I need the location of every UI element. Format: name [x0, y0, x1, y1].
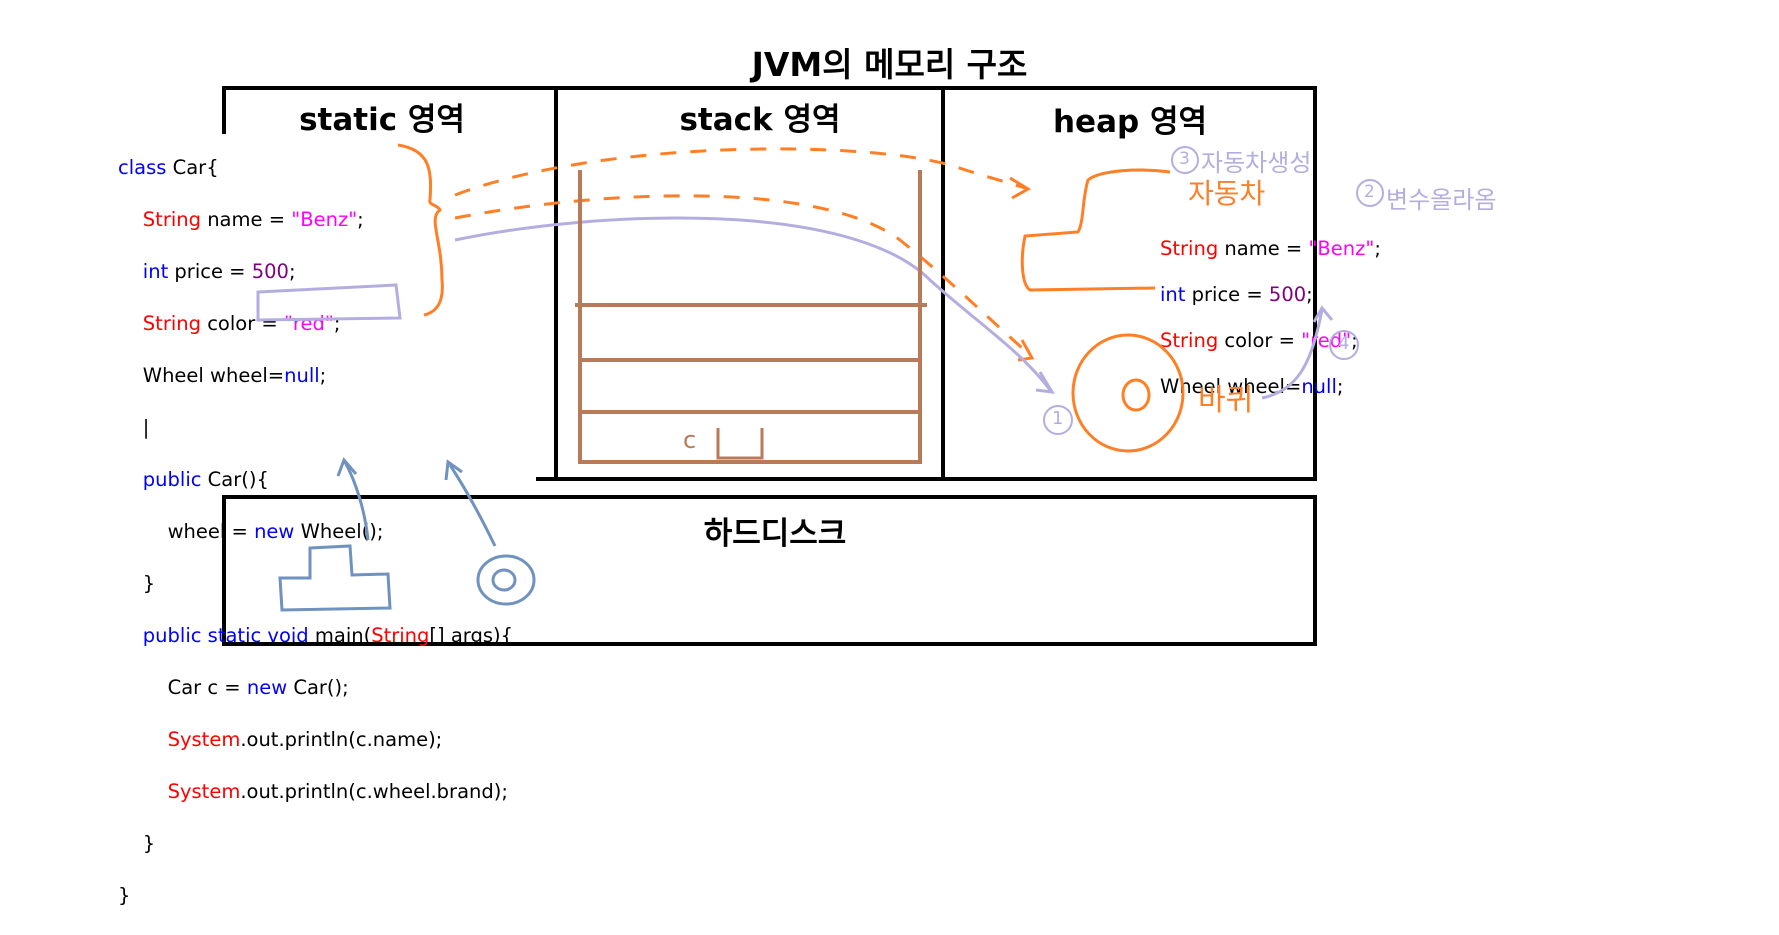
car-label: 자동차	[1188, 177, 1266, 210]
step-2-text: 변수올라옴	[1386, 186, 1497, 214]
disk-wheel-outer	[476, 554, 536, 606]
lavender-arrowhead-null	[1312, 305, 1334, 323]
step-3-text: 자동차생성	[1201, 149, 1312, 177]
wheel-object-outer	[1071, 333, 1185, 453]
heap-region-title: heap 영역	[1052, 104, 1208, 140]
wheel-object-inner	[1121, 378, 1151, 412]
wheel-label: 바퀴	[1198, 383, 1254, 418]
step-2-circle	[1356, 179, 1384, 207]
orange-dashed-arrow-top	[454, 147, 1026, 197]
code-line: }	[142, 572, 156, 595]
code-line: class Car{	[118, 156, 219, 179]
code-line: int price = 500;	[142, 260, 296, 283]
code-line: |	[142, 416, 150, 439]
car-object-sketch	[1020, 168, 1171, 292]
sketch-layer	[256, 143, 1384, 612]
step-1-circle	[1043, 405, 1073, 435]
code-line: String name = "Benz";	[142, 208, 364, 231]
heap-field-line: String name = "Benz";	[1160, 237, 1381, 260]
step-2-number: 2	[1364, 182, 1375, 202]
code-line: Wheel wheel=null;	[142, 364, 327, 387]
orange-arrowhead-top	[1009, 176, 1031, 200]
code-line: public Car(){	[142, 468, 269, 491]
step-4-circle	[1329, 330, 1359, 360]
heap-field-line: Wheel wheel=null;	[1160, 375, 1344, 398]
diagram-title: JVM의 메모리 구조	[751, 45, 1028, 84]
disk-arrow-car	[343, 461, 370, 541]
disk-car-sketch	[278, 544, 392, 612]
heap-field-line: String color = "red";	[1160, 329, 1358, 352]
code-line: System.out.println(c.wheel.brand);	[167, 780, 508, 803]
stack-variable-slot	[716, 428, 764, 460]
static-region-title: static 영역	[299, 102, 465, 138]
code-line: System.out.println(c.name);	[167, 728, 443, 751]
new-keyword-highlight	[256, 283, 402, 322]
disk-arrow-wheel	[448, 464, 497, 547]
orange-brace	[397, 143, 444, 317]
code-line: public static void main(String[] args){	[142, 624, 513, 647]
stack-region-title: stack 영역	[679, 102, 841, 138]
step-1-number: 1	[1052, 408, 1064, 429]
disk-arrowhead-car	[336, 457, 358, 477]
code-line: String color = "red";	[142, 312, 341, 335]
disk-arrowhead-wheel	[444, 459, 463, 481]
heap-field-line: int price = 500;	[1160, 283, 1313, 306]
lavender-arrowhead	[1035, 371, 1055, 394]
stack-bottom-line	[536, 477, 1317, 481]
lavender-arrow-to-null	[1261, 309, 1324, 400]
step-3-circle	[1171, 146, 1199, 174]
lavender-arrow	[454, 216, 1052, 391]
code-line: }	[118, 884, 131, 907]
step-3-number: 3	[1179, 149, 1190, 169]
code-line: }	[142, 832, 156, 855]
code-line: Car c = new Car();	[167, 676, 349, 699]
stack-variable-c: c	[683, 426, 697, 454]
code-line: wheel = new Wheel();	[167, 520, 384, 543]
disk-region-title: 하드디스크	[703, 516, 847, 552]
stack-frame-outline	[578, 170, 922, 464]
heap-object-fields: String name = "Benz"; int price = 500; S…	[1160, 214, 1381, 421]
step-4-number: 4	[1338, 333, 1350, 354]
disk-region	[222, 495, 1317, 646]
disk-wheel-inner	[491, 568, 517, 592]
static-region	[222, 86, 558, 134]
